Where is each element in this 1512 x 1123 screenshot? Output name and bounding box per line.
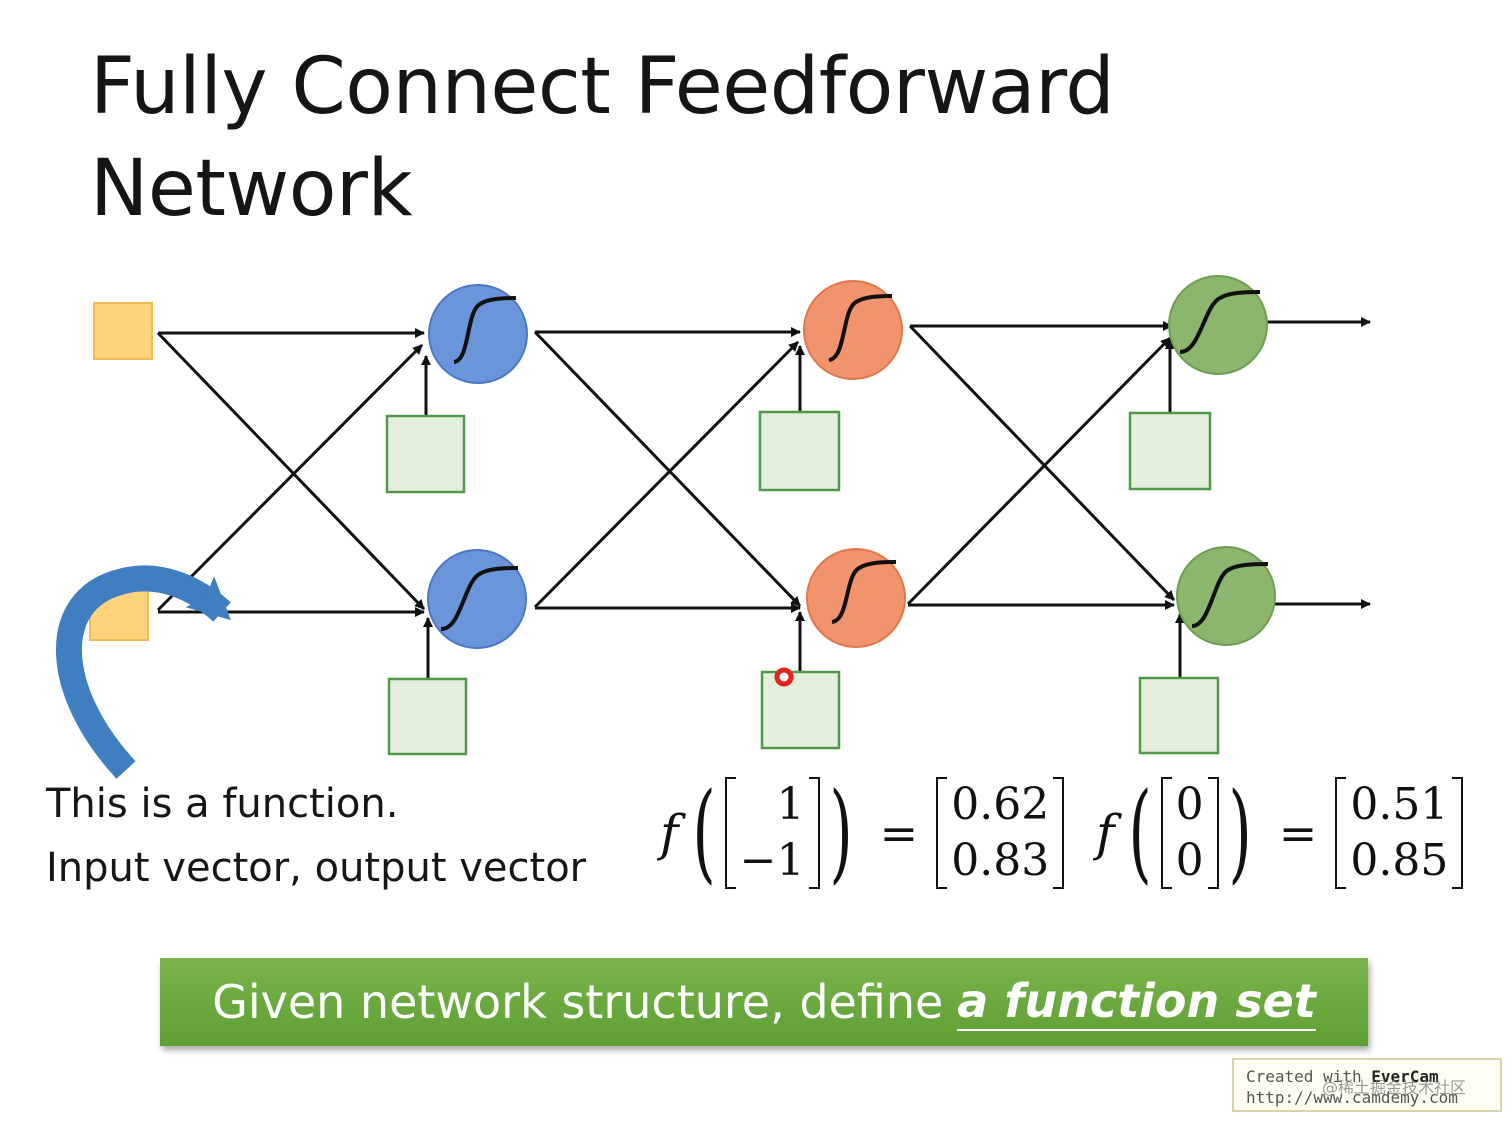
watermark-prefix: Created with xyxy=(1246,1067,1362,1086)
edge-n22-n31 xyxy=(906,336,1172,606)
output-value: 0.83 xyxy=(951,835,1050,886)
bias-box-n21 xyxy=(758,410,841,492)
output-vector-1: 0.62 0.83 xyxy=(936,777,1065,889)
neuron-n32 xyxy=(1176,546,1276,646)
sigmoid-curve-icon xyxy=(453,296,517,364)
bias-box-n22 xyxy=(760,670,841,750)
function-symbol: f xyxy=(1096,804,1115,862)
connections-input-to-layer1 xyxy=(156,328,426,617)
watermark-url: http://www.camdemy.com xyxy=(1246,1088,1458,1107)
neuron-n21 xyxy=(803,280,903,380)
caption: This is a function. Input vector, output… xyxy=(46,772,586,900)
output-arrows xyxy=(1264,317,1371,609)
bias-box-n11 xyxy=(385,414,466,494)
input-value: 1 xyxy=(776,779,805,830)
output-value: 0.51 xyxy=(1350,779,1449,830)
input-node-1 xyxy=(93,302,153,360)
title-line-2: Network xyxy=(90,144,413,234)
edge-x2-n11 xyxy=(156,343,424,612)
open-paren: ( xyxy=(1127,770,1152,895)
close-paren: ) xyxy=(829,770,853,895)
sigmoid-curve-icon xyxy=(440,566,519,632)
connections-layer2-to-layer3 xyxy=(906,321,1176,610)
output-vector-2: 0.51 0.85 xyxy=(1335,777,1464,889)
open-paren: ( xyxy=(691,770,716,895)
neuron-n11 xyxy=(428,284,528,384)
title-line-1: Fully Connect Feedforward xyxy=(90,42,1115,132)
edge-n12-n21 xyxy=(533,340,800,609)
input-value: 0 xyxy=(1175,779,1204,830)
bias-boxes xyxy=(385,410,1220,756)
connections-layer1-to-layer2 xyxy=(533,327,802,613)
output-value: 0.62 xyxy=(951,779,1050,830)
caption-line-1: This is a function. xyxy=(46,781,399,827)
formula-1: f ( 1 −1 ) = 0.62 0.83 xyxy=(660,768,1065,898)
evercam-watermark: Created with EverCam http://www.camdemy.… xyxy=(1232,1058,1502,1112)
input-value: −1 xyxy=(739,835,805,886)
equals-sign: = xyxy=(1278,806,1318,860)
sigmoid-curve-icon xyxy=(831,560,897,624)
watermark-brand: EverCam xyxy=(1371,1067,1439,1086)
bias-box-n31 xyxy=(1128,411,1212,491)
neuron-n31 xyxy=(1168,275,1268,375)
bias-box-n12 xyxy=(387,677,468,756)
red-cursor-dot-icon xyxy=(774,667,794,687)
edge-n11-n22 xyxy=(533,330,802,608)
input-vector-1: 1 −1 xyxy=(724,777,820,889)
curved-arrow-icon xyxy=(56,565,231,779)
output-value: 0.85 xyxy=(1350,835,1449,886)
caption-line-2: Input vector, output vector xyxy=(46,845,587,891)
bias-connections xyxy=(421,339,1185,679)
input-vector-2: 0 0 xyxy=(1160,777,1219,889)
function-symbol: f xyxy=(660,804,679,862)
edge-n21-n32 xyxy=(908,324,1176,602)
neuron-n12 xyxy=(427,549,527,649)
equals-sign: = xyxy=(879,806,919,860)
neuron-n22 xyxy=(806,548,906,648)
input-value: 0 xyxy=(1175,835,1204,886)
juejin-watermark: @稀土掘金技术社区 xyxy=(1322,1078,1467,1097)
summary-banner: Given network structure, define a functi… xyxy=(160,958,1368,1046)
sigmoid-curve-icon xyxy=(1191,562,1269,628)
edge-x1-n12 xyxy=(156,331,426,611)
sigmoid-curve-icon xyxy=(1179,290,1261,354)
slide-title: Fully Connect Feedforward Network xyxy=(90,36,1290,240)
close-paren: ) xyxy=(1228,770,1252,895)
banner-emphasis: a function set xyxy=(957,973,1316,1031)
formula-2: f ( 0 0 ) = 0.51 0.85 xyxy=(1096,768,1464,898)
banner-text: Given network structure, define xyxy=(212,975,944,1029)
sigmoid-curve-icon xyxy=(828,294,893,362)
bias-box-n32 xyxy=(1138,676,1220,755)
